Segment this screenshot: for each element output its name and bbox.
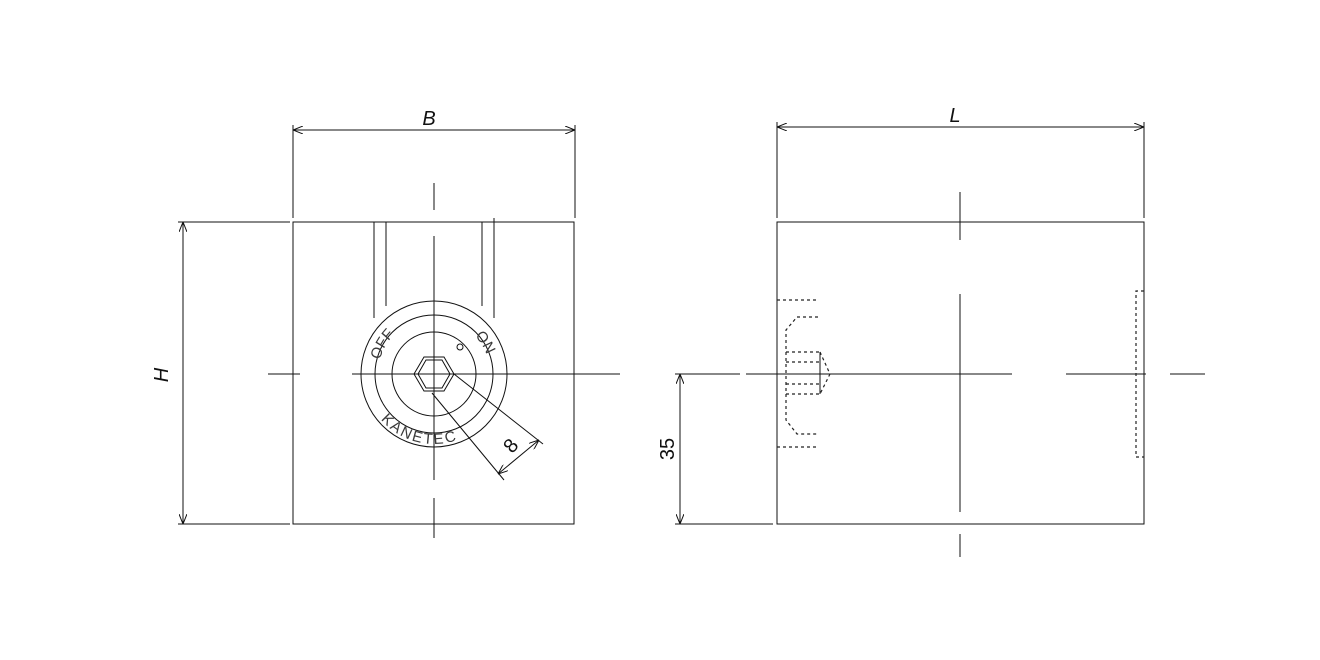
hex-extension-line [431,392,505,481]
hex-dimension-label: 8 [499,435,523,458]
side-view: L 35 [657,105,1205,557]
hex-socket-inner [417,359,451,389]
front-view: B H OFF ON KANETEC 8 [151,108,620,538]
l-dimension-label: L [949,105,960,127]
hex-extension-line [453,373,544,445]
hex-socket-icon [413,356,455,392]
brand-label: KANETEC [378,410,458,448]
35-dimension-label: 35 [657,438,679,460]
indicator-dot [456,343,464,351]
h-dimension-label: H [151,367,173,382]
hidden-knob-outline [777,299,818,448]
hex-dimension-line [498,440,539,474]
hidden-end-plate [1135,290,1144,458]
hidden-hex-bolt [786,351,831,395]
b-dimension-label: B [422,108,435,130]
